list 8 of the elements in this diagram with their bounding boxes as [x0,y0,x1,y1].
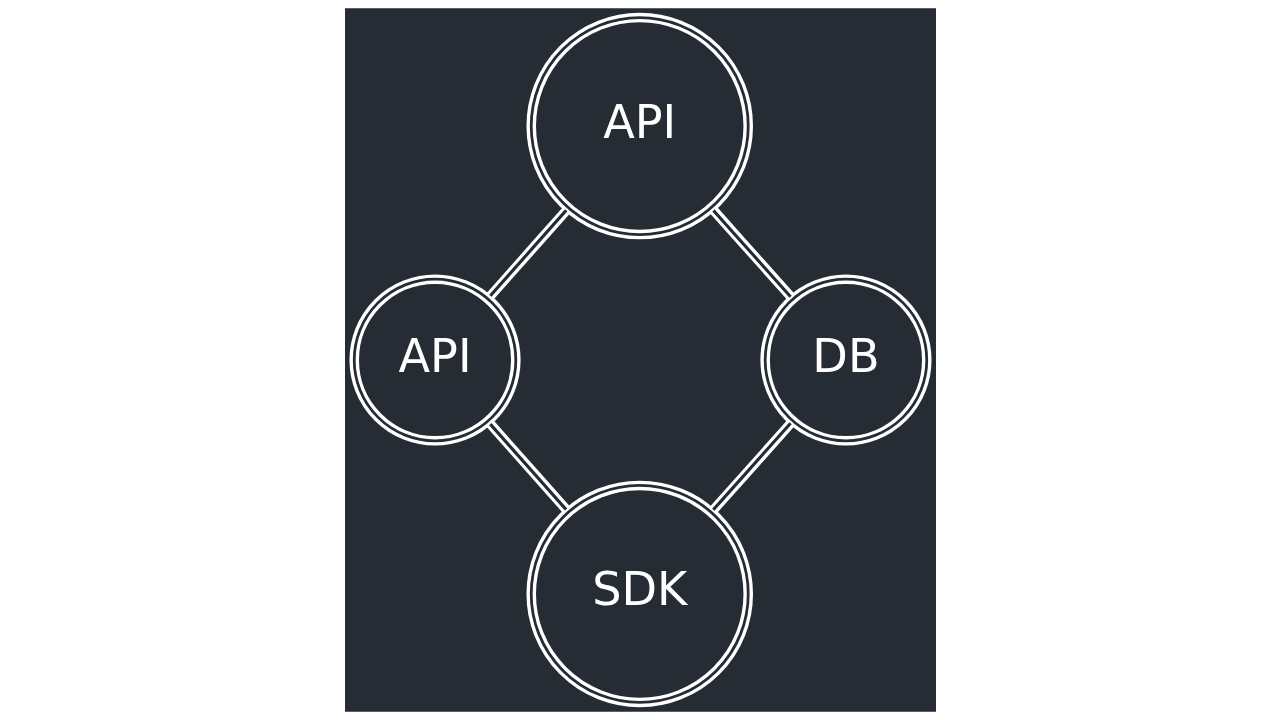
node-circle: API [348,274,521,446]
connector [709,420,794,514]
connector [709,207,794,300]
node-circle: DB [759,274,932,446]
connector [486,420,570,513]
node-circle: SDK [525,480,753,708]
node-circle: API [525,12,753,240]
connector [486,207,570,300]
